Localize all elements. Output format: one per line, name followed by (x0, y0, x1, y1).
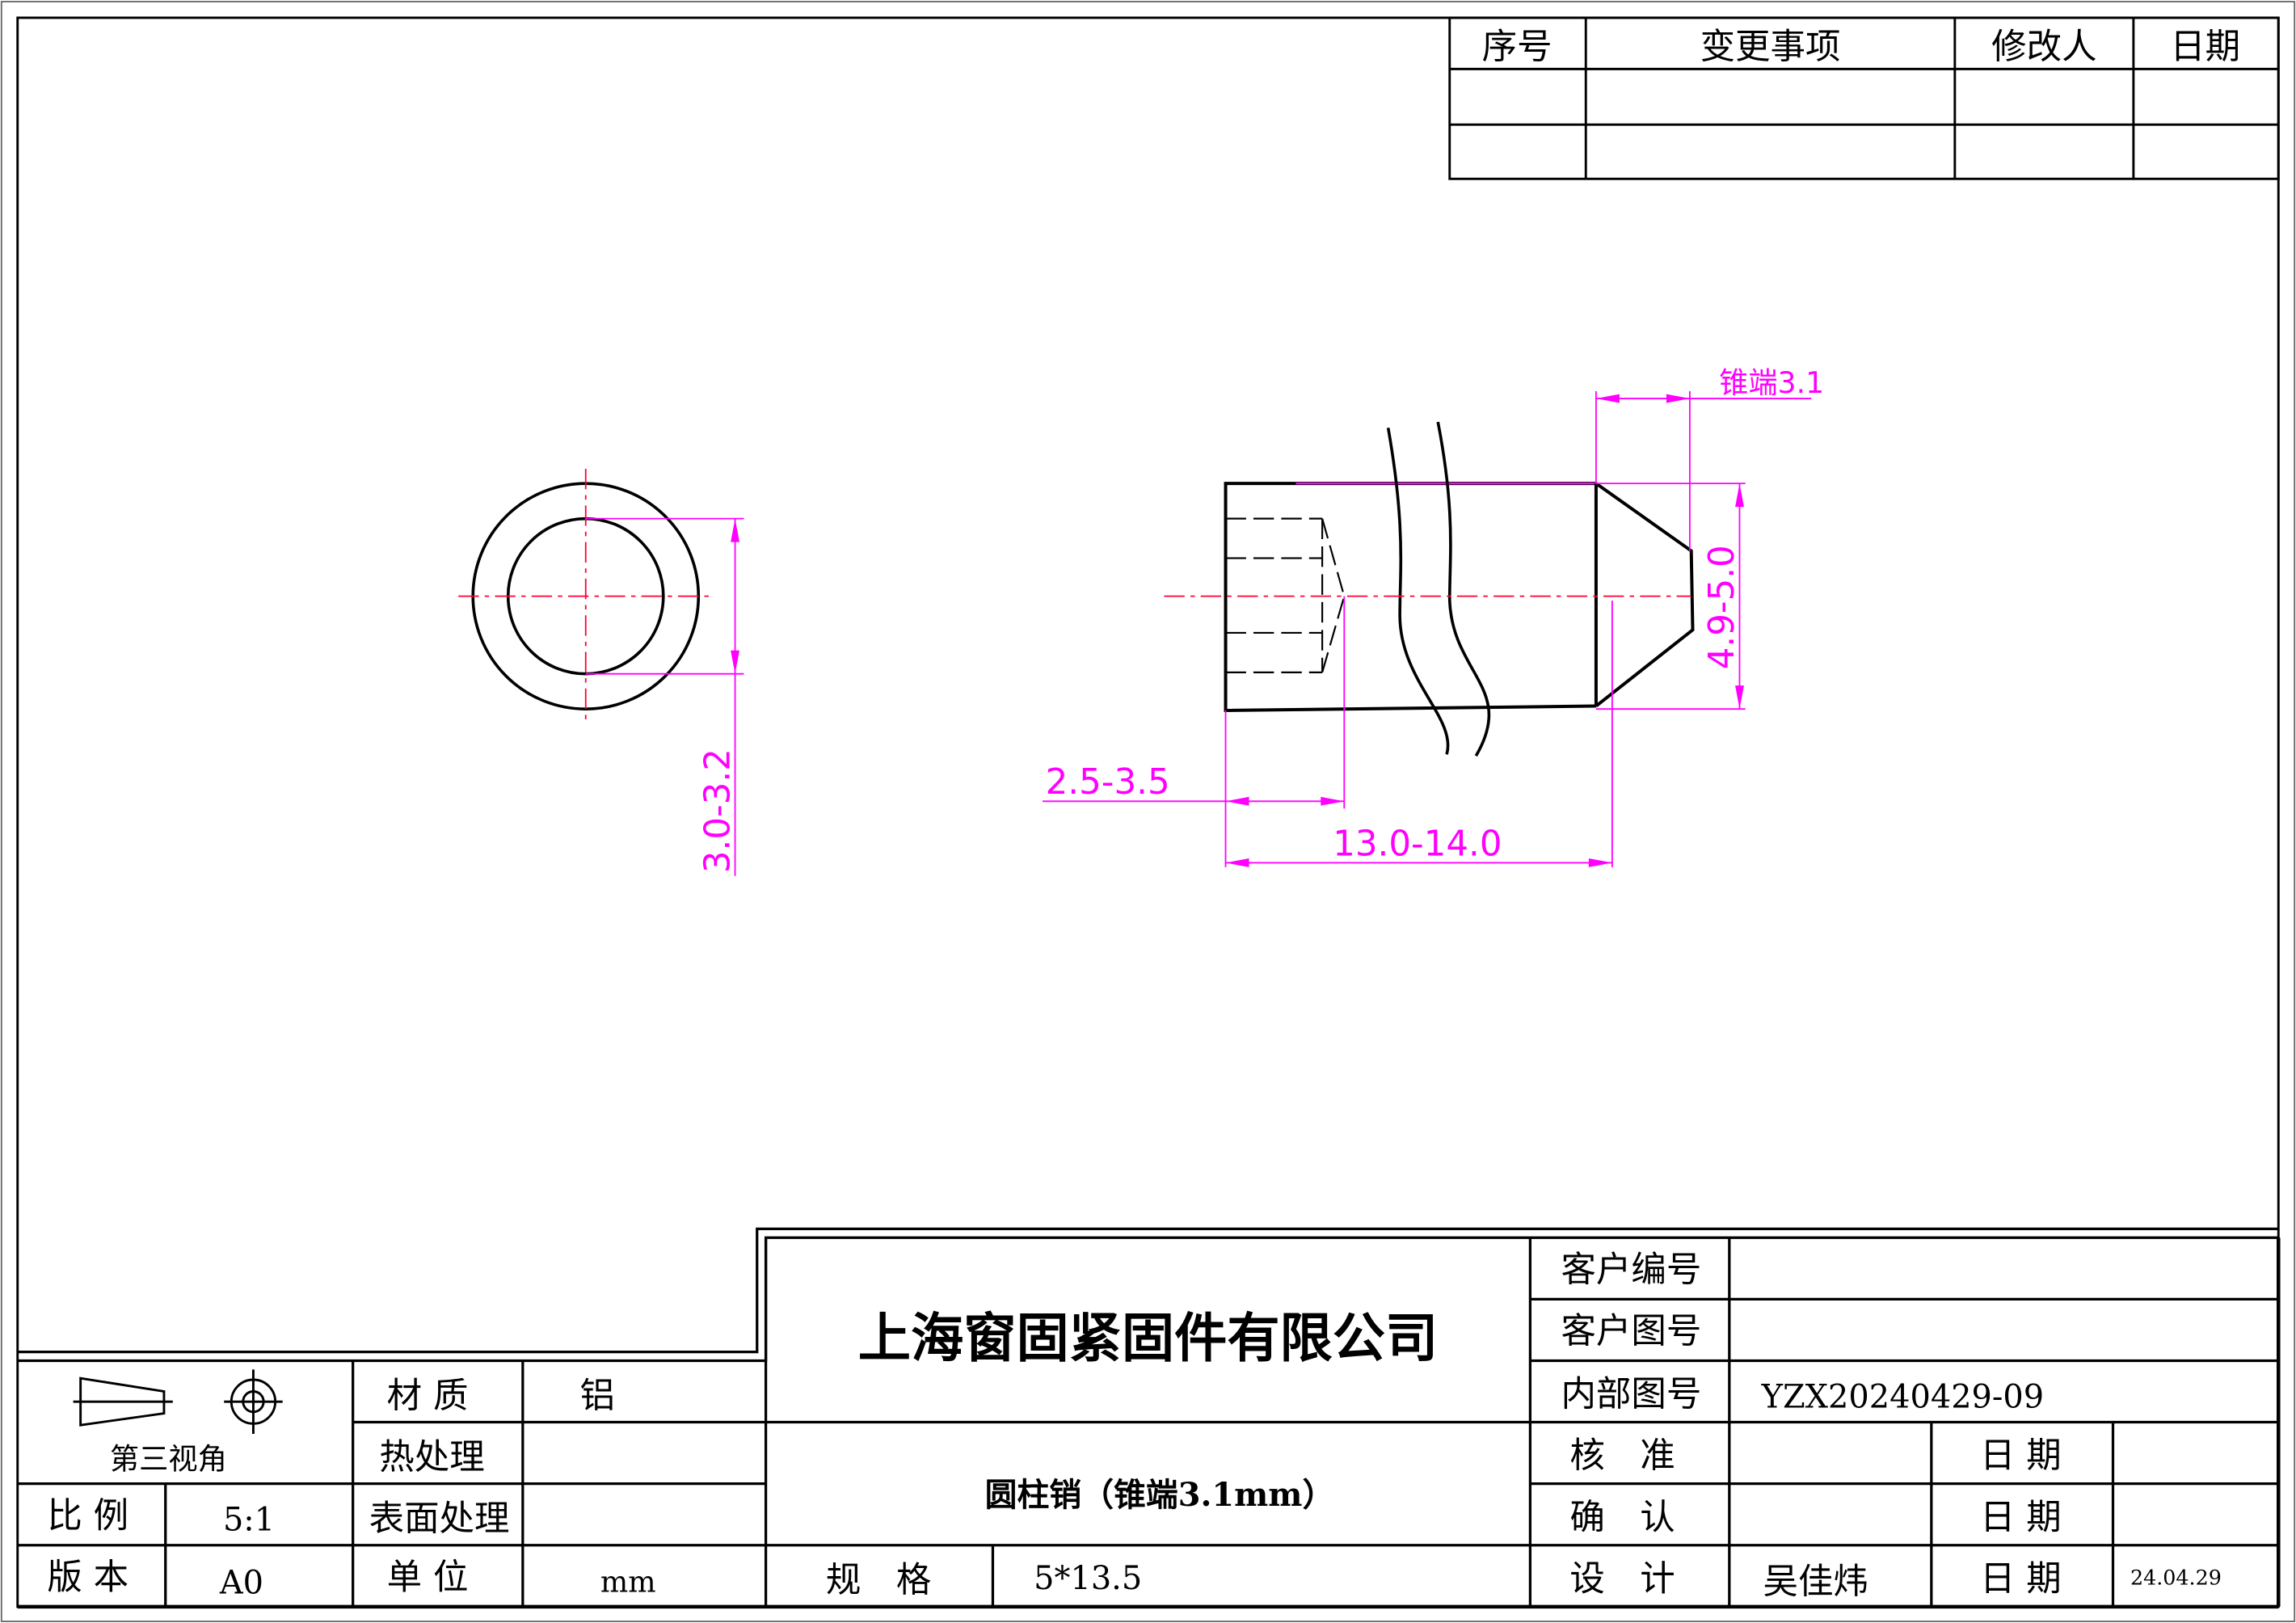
unit-value: mm (600, 1565, 656, 1600)
approve-label: 核 准 (1569, 1436, 1675, 1477)
material-value: 铝 (580, 1376, 615, 1416)
approve-date-label: 日 期 (1980, 1436, 2062, 1477)
design-label: 设 计 (1569, 1559, 1675, 1600)
internal-drawing-label: 内部图号 (1561, 1375, 1701, 1415)
spec-label: 规 格 (826, 1561, 931, 1601)
designer-name: 吴佳炜 (1763, 1562, 1868, 1603)
spec-value: 5*13.5 (1034, 1560, 1142, 1597)
heat-treatment-label: 热处理 (379, 1438, 484, 1478)
scale-value: 5:1 (223, 1502, 275, 1539)
design-date-label: 日 期 (1980, 1559, 2062, 1600)
front-view: 3.0-3.2 (458, 469, 744, 876)
revision-header-modifier: 修改人 (1991, 27, 2096, 68)
internal-drawing-value: YZX20240429-09 (1761, 1378, 2044, 1415)
design-date: 24.04.29 (2130, 1566, 2222, 1590)
projection-label: 第三视角 (110, 1442, 227, 1477)
part-name: 圆柱销（锥端3.1mm） (985, 1477, 1335, 1514)
hole-depth-dimension: 2.5-3.5 (1046, 762, 1170, 803)
confirm-label: 确 认 (1569, 1498, 1675, 1538)
revision-header-no: 序号 (1482, 27, 1552, 68)
bore-dimension: 3.0-3.2 (697, 748, 738, 873)
unit-label: 单 位 (387, 1558, 469, 1598)
cone-end-dimension: 锥端3.1 (1719, 365, 1824, 400)
revision-table: 序号 变更事项 修改人 日期 (1448, 16, 2280, 180)
side-view: 2.5-3.5 13.0-14.0 4.9-5.0 锥端3.1 (1043, 365, 1824, 867)
company-name: 上海窗固紧固件有限公司 (858, 1308, 1438, 1369)
scale-label: 比 例 (47, 1496, 128, 1537)
diameter-dimension: 4.9-5.0 (1702, 545, 1742, 669)
version-label: 版 本 (47, 1558, 128, 1598)
surface-treatment-label: 表面处理 (369, 1499, 510, 1540)
title-block (17, 1227, 2281, 1609)
customer-drawing-label: 客户图号 (1561, 1312, 1701, 1352)
customer-no-label: 客户编号 (1561, 1250, 1701, 1291)
material-label: 材 质 (387, 1376, 469, 1416)
confirm-date-label: 日 期 (1980, 1498, 2062, 1538)
revision-header-change: 变更事项 (1700, 27, 1841, 68)
revision-header-date: 日期 (2170, 27, 2240, 68)
version-value: A0 (219, 1565, 263, 1602)
third-angle-projection-icon (73, 1369, 283, 1435)
length-dimension: 13.0-14.0 (1333, 824, 1502, 864)
